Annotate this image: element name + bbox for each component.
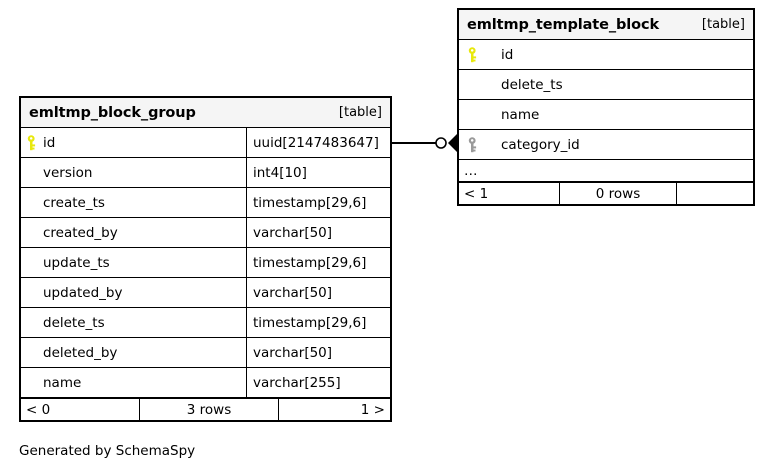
key-icon-primary bbox=[21, 134, 43, 151]
column-type: varchar[50] bbox=[246, 218, 390, 247]
column-name-cell: name bbox=[459, 100, 753, 129]
column-label: name bbox=[43, 374, 82, 391]
footer-prev-count[interactable]: < 0 bbox=[26, 401, 51, 418]
table-row[interactable]: name bbox=[459, 99, 753, 129]
column-type: uuid[2147483647] bbox=[246, 128, 390, 157]
column-type: timestamp[29,6] bbox=[246, 308, 390, 337]
table-row[interactable]: category_id bbox=[459, 129, 753, 159]
generated-by-caption: Generated by SchemaSpy bbox=[19, 443, 196, 459]
table-row[interactable]: created_by varchar[50] bbox=[21, 217, 390, 247]
column-label: create_ts bbox=[43, 194, 105, 211]
table-footer: < 0 3 rows 1 > bbox=[21, 397, 390, 420]
column-label: deleted_by bbox=[43, 344, 118, 361]
table-header-emltmp-template-block: emltmp_template_block [table] bbox=[459, 10, 753, 39]
column-name-cell: updated_by bbox=[21, 278, 246, 307]
footer-row-count: 3 rows bbox=[139, 399, 279, 420]
key-icon-foreign bbox=[459, 136, 487, 153]
column-label: version bbox=[43, 164, 93, 181]
table-row[interactable]: deleted_by varchar[50] bbox=[21, 337, 390, 367]
column-name-cell: deleted_by bbox=[21, 338, 246, 367]
footer-next-count[interactable]: 1 > bbox=[360, 401, 385, 418]
cardinality-many-marker bbox=[448, 134, 457, 152]
column-label: delete_ts bbox=[501, 76, 563, 93]
column-label: created_by bbox=[43, 224, 118, 241]
table-header-emltmp-block-group: emltmp_block_group [table] bbox=[21, 98, 390, 127]
column-name-cell: category_id bbox=[459, 130, 753, 159]
column-label: update_ts bbox=[43, 254, 110, 271]
cardinality-zero-marker bbox=[435, 137, 447, 149]
column-name-cell: id bbox=[459, 40, 753, 69]
table-title: emltmp_template_block bbox=[467, 16, 660, 33]
column-name-cell: create_ts bbox=[21, 188, 246, 217]
footer-row-count: 0 rows bbox=[559, 183, 677, 204]
column-type: varchar[50] bbox=[246, 338, 390, 367]
column-name-cell: update_ts bbox=[21, 248, 246, 277]
table-row[interactable]: version int4[10] bbox=[21, 157, 390, 187]
er-table-emltmp-template-block[interactable]: emltmp_template_block [table] id delete_… bbox=[457, 8, 755, 206]
column-type: int4[10] bbox=[246, 158, 390, 187]
table-title: emltmp_block_group bbox=[29, 104, 196, 121]
table-footer: < 1 0 rows bbox=[459, 181, 753, 204]
column-type: timestamp[29,6] bbox=[246, 188, 390, 217]
column-type: varchar[50] bbox=[246, 278, 390, 307]
column-label: id bbox=[501, 46, 514, 63]
column-label: delete_ts bbox=[43, 314, 105, 331]
column-name-cell: name bbox=[21, 368, 246, 397]
er-table-emltmp-block-group[interactable]: emltmp_block_group [table] id uuid[21474… bbox=[19, 96, 392, 422]
table-row[interactable]: delete_ts bbox=[459, 69, 753, 99]
footer-next-count[interactable] bbox=[677, 183, 753, 204]
table-row[interactable]: delete_ts timestamp[29,6] bbox=[21, 307, 390, 337]
column-label: id bbox=[43, 134, 56, 151]
column-name-cell: version bbox=[21, 158, 246, 187]
column-name-cell: delete_ts bbox=[459, 70, 753, 99]
table-row[interactable]: id bbox=[459, 39, 753, 69]
column-name-cell: id bbox=[21, 128, 246, 157]
table-row[interactable]: name varchar[255] bbox=[21, 367, 390, 397]
relationship-fk-block-group-to-template-block[interactable] bbox=[392, 134, 457, 152]
column-label: updated_by bbox=[43, 284, 123, 301]
more-columns-indicator[interactable]: … bbox=[459, 159, 753, 181]
column-type: varchar[255] bbox=[246, 368, 390, 397]
table-row[interactable]: updated_by varchar[50] bbox=[21, 277, 390, 307]
table-row[interactable]: id uuid[2147483647] bbox=[21, 127, 390, 157]
table-row[interactable]: create_ts timestamp[29,6] bbox=[21, 187, 390, 217]
column-name-cell: delete_ts bbox=[21, 308, 246, 337]
column-type: timestamp[29,6] bbox=[246, 248, 390, 277]
footer-prev-count[interactable]: < 1 bbox=[464, 185, 489, 202]
column-label: name bbox=[501, 106, 540, 123]
table-row[interactable]: update_ts timestamp[29,6] bbox=[21, 247, 390, 277]
table-type-tag: [table] bbox=[338, 105, 382, 120]
column-name-cell: created_by bbox=[21, 218, 246, 247]
key-icon-primary bbox=[459, 46, 487, 63]
column-label: category_id bbox=[501, 136, 580, 153]
table-type-tag: [table] bbox=[701, 17, 745, 32]
